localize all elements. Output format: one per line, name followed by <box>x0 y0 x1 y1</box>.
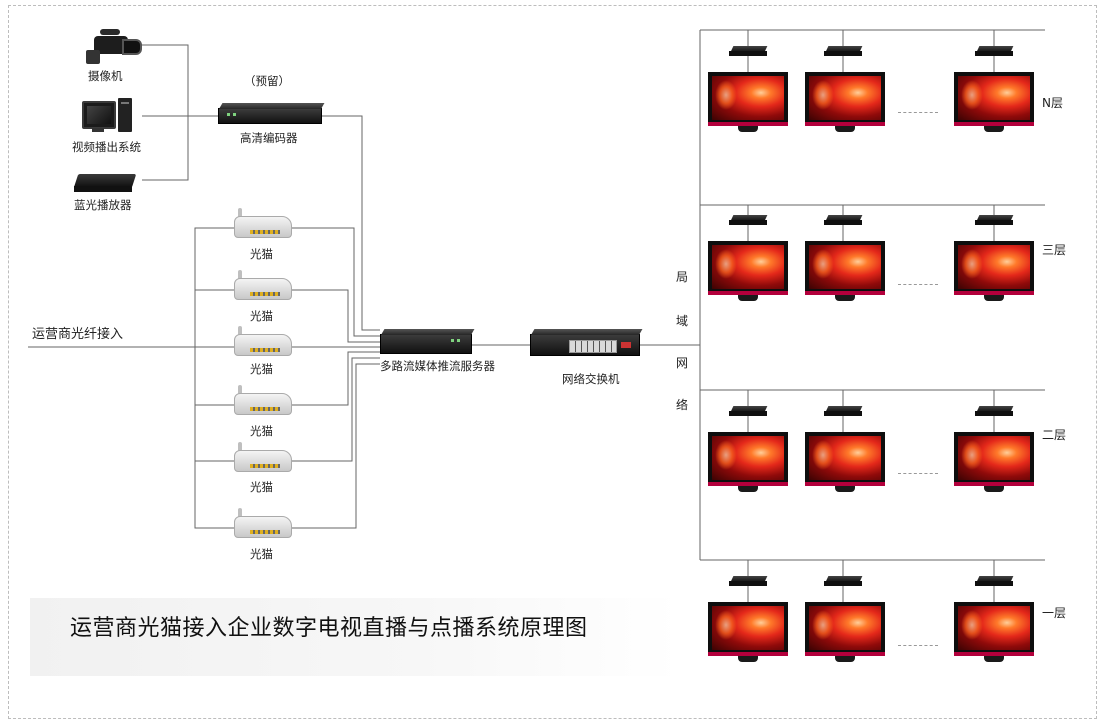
optical-modem-3 <box>234 326 292 356</box>
set-top-box-icon <box>975 576 1014 587</box>
optical-modem-4 <box>234 385 292 415</box>
lan-label-char-4: 络 <box>676 398 689 412</box>
optical-modem-5 <box>234 442 292 472</box>
encoder-label: 高清编码器 <box>240 131 298 145</box>
lan-label-char-1: 局 <box>676 270 689 284</box>
set-top-box-icon <box>729 576 768 587</box>
tv-screen-icon <box>805 241 885 303</box>
tv-screen-icon <box>708 241 788 303</box>
hd-encoder-icon <box>218 108 322 124</box>
tv-screen-icon <box>805 72 885 134</box>
ellipsis-dashes <box>898 112 938 113</box>
set-top-box-icon <box>729 406 768 417</box>
encoder-link <box>322 115 380 331</box>
camera-label: 摄像机 <box>88 69 123 83</box>
set-top-box-icon <box>729 215 768 226</box>
set-top-box-icon <box>824 576 863 587</box>
tv-screen-icon <box>954 432 1034 494</box>
streaming-server-icon <box>380 334 472 354</box>
optical-modem-1 <box>234 208 292 238</box>
title-band <box>30 598 680 676</box>
floor-label-3: 三层 <box>1042 243 1067 257</box>
network-switch-icon <box>530 334 640 356</box>
tv-screen-icon <box>708 602 788 664</box>
set-top-box-icon <box>975 46 1014 57</box>
tv-screen-icon <box>708 432 788 494</box>
fiber-label: 运营商光纤接入 <box>32 327 124 342</box>
set-top-box-icon <box>975 215 1014 226</box>
ellipsis-dashes <box>898 645 938 646</box>
modem-label-1: 光猫 <box>250 247 273 261</box>
video-playout-label: 视频播出系统 <box>72 140 141 154</box>
bluray-label: 蓝光播放器 <box>74 198 132 212</box>
encoder-note: （预留） <box>244 74 290 88</box>
floor-label-2: 二层 <box>1042 428 1067 442</box>
tv-screen-icon <box>805 602 885 664</box>
ellipsis-dashes <box>898 473 938 474</box>
modem-label-6: 光猫 <box>250 547 273 561</box>
camera-link <box>142 44 189 181</box>
floor-label-1: 一层 <box>1042 606 1067 620</box>
modem-label-3: 光猫 <box>250 362 273 376</box>
tv-screen-icon <box>805 432 885 494</box>
set-top-box-icon <box>729 46 768 57</box>
tv-screen-icon <box>954 241 1034 303</box>
optical-modem-6 <box>234 508 292 538</box>
set-top-box-icon <box>824 46 863 57</box>
modem-label-5: 光猫 <box>250 480 273 494</box>
server-label: 多路流媒体推流服务器 <box>380 359 495 373</box>
optical-modem-2 <box>234 270 292 300</box>
ellipsis-dashes <box>898 284 938 285</box>
lan-label-char-2: 域 <box>676 314 689 328</box>
tv-screen-icon <box>954 72 1034 134</box>
bluray-player-icon <box>73 168 137 194</box>
set-top-box-icon <box>824 215 863 226</box>
tv-screen-icon <box>708 72 788 134</box>
diagram-frame <box>8 5 1097 719</box>
camera-icon <box>86 26 142 66</box>
floor-label-n: N层 <box>1042 96 1063 110</box>
computer-icon <box>82 98 134 134</box>
switch-label: 网络交换机 <box>562 372 620 386</box>
modem-label-4: 光猫 <box>250 424 273 438</box>
diagram-title: 运营商光猫接入企业数字电视直播与点播系统原理图 <box>70 616 588 641</box>
set-top-box-icon <box>975 406 1014 417</box>
modem-label-2: 光猫 <box>250 309 273 323</box>
modem-bus <box>194 227 236 529</box>
tv-screen-icon <box>954 602 1034 664</box>
set-top-box-icon <box>824 406 863 417</box>
lan-label-char-3: 网 <box>676 356 689 370</box>
